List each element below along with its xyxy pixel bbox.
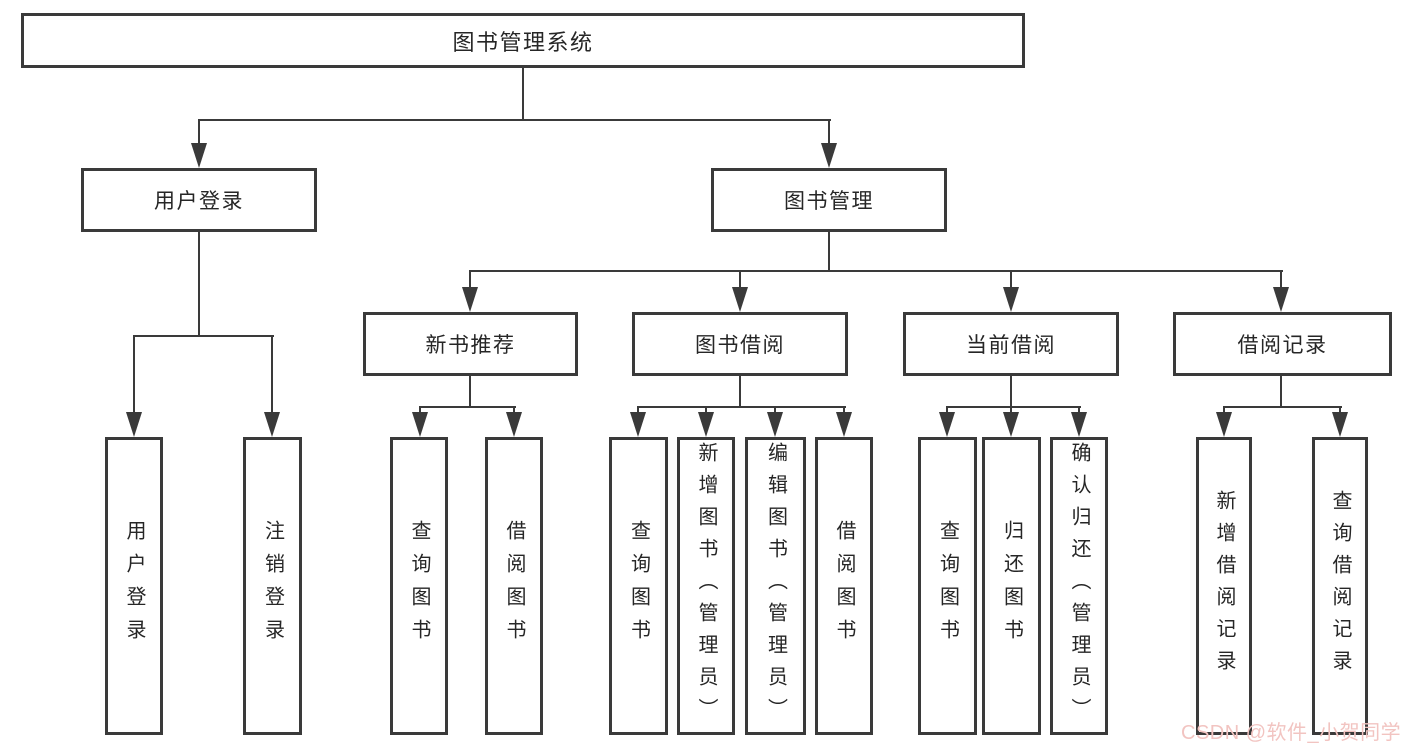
leaf-br-add-record: 新增借阅记录	[1196, 437, 1252, 735]
arrow-to-user-login	[191, 143, 207, 168]
node-user-login-label: 用户登录	[154, 190, 244, 213]
leaf-user-login-label: 用户登录	[123, 520, 145, 652]
arrow-to-cb-return	[1003, 412, 1019, 437]
connector-level2-rail	[198, 119, 831, 121]
arrow-to-leaf-logout	[264, 412, 280, 437]
connector-current-borrow-stem	[1010, 270, 1012, 289]
arrow-to-nb-query	[412, 412, 428, 437]
node-root: 图书管理系统	[21, 13, 1025, 68]
arrow-to-br-query	[1332, 412, 1348, 437]
leaf-bb-add-books-admin: 新增图书（管理员）	[677, 437, 735, 735]
leaf-logout: 注销登录	[243, 437, 302, 735]
node-book-mgmt: 图书管理	[711, 168, 947, 232]
connector-root-stem	[522, 68, 524, 121]
leaf-cb-query-books-label: 查询图书	[936, 520, 959, 652]
leaf-bb-borrow-books-label: 借阅图书	[833, 520, 855, 652]
connector-br-rail	[1223, 406, 1342, 408]
leaf-cb-return-books-label: 归还图书	[1000, 520, 1023, 652]
connector-cb-query-stem	[946, 406, 948, 416]
connector-bb-edit-stem	[774, 406, 776, 416]
arrow-to-bb-borrow	[836, 412, 852, 437]
node-borrow-record: 借阅记录	[1173, 312, 1392, 376]
leaf-bb-query-books: 查询图书	[609, 437, 668, 735]
node-book-mgmt-label: 图书管理	[784, 190, 874, 213]
connector-user-login-down	[198, 232, 200, 337]
connector-br-query-stem	[1339, 406, 1341, 416]
connector-book-mgmt-stem	[828, 119, 830, 145]
node-borrow-record-label: 借阅记录	[1237, 334, 1328, 357]
leaf-nb-query-books: 查询图书	[390, 437, 448, 735]
arrow-to-book-borrow	[732, 287, 748, 312]
arrow-to-cb-confirm	[1071, 412, 1087, 437]
node-book-borrow-label: 图书借阅	[695, 334, 785, 357]
connector-new-book-rec-stem	[469, 270, 471, 289]
node-new-book-rec: 新书推荐	[363, 312, 578, 376]
leaf-user-login: 用户登录	[105, 437, 163, 735]
arrow-to-book-mgmt	[821, 143, 837, 168]
node-new-book-rec-label: 新书推荐	[425, 334, 516, 357]
arrow-to-borrow-record	[1273, 287, 1289, 312]
connector-bb-down	[739, 376, 741, 408]
connector-cb-confirm-stem	[1078, 406, 1080, 416]
connector-cb-down	[1010, 376, 1012, 408]
connector-cb-rail	[946, 406, 1081, 408]
leaf-cb-confirm-return-admin-label: 确认归还（管理员）	[1068, 442, 1090, 730]
node-user-login: 用户登录	[81, 168, 317, 232]
connector-user-login-stem	[198, 119, 200, 145]
connector-nb-rail	[419, 406, 516, 408]
connector-br-add-stem	[1223, 406, 1225, 416]
leaf-br-add-record-label: 新增借阅记录	[1213, 490, 1235, 682]
connector-nb-query-stem	[419, 406, 421, 416]
arrow-to-br-add	[1216, 412, 1232, 437]
connector-bb-rail	[637, 406, 846, 408]
arrow-to-bb-query	[630, 412, 646, 437]
connector-level3-rail	[469, 270, 1283, 272]
leaf-cb-query-books: 查询图书	[918, 437, 977, 735]
connector-leaf-logout-stem	[271, 335, 273, 414]
connector-borrow-record-stem	[1280, 270, 1282, 289]
node-current-borrow: 当前借阅	[903, 312, 1119, 376]
connector-bb-add-stem	[705, 406, 707, 416]
connector-cb-return-stem	[1010, 406, 1012, 416]
leaf-nb-borrow-books-label: 借阅图书	[503, 520, 525, 652]
leaf-bb-borrow-books: 借阅图书	[815, 437, 873, 735]
connector-br-down	[1280, 376, 1282, 408]
node-root-label: 图书管理系统	[452, 29, 594, 55]
connector-bb-query-stem	[637, 406, 639, 416]
arrow-to-bb-add	[698, 412, 714, 437]
leaf-cb-confirm-return-admin: 确认归还（管理员）	[1050, 437, 1108, 735]
leaf-cb-return-books: 归还图书	[982, 437, 1041, 735]
arrow-to-new-book-rec	[462, 287, 478, 312]
connector-book-mgmt-down	[828, 232, 830, 272]
arrow-to-nb-borrow	[506, 412, 522, 437]
leaf-bb-edit-books-admin: 编辑图书（管理员）	[745, 437, 806, 735]
connector-user-login-rail	[133, 335, 274, 337]
csdn-watermark: CSDN @软件_小贺同学	[1181, 722, 1402, 744]
leaf-bb-add-books-admin-label: 新增图书（管理员）	[695, 442, 717, 730]
node-book-borrow: 图书借阅	[632, 312, 848, 376]
leaf-bb-query-books-label: 查询图书	[627, 520, 650, 652]
node-current-borrow-label: 当前借阅	[966, 334, 1056, 357]
leaf-br-query-record: 查询借阅记录	[1312, 437, 1368, 735]
arrow-to-leaf-user-login	[126, 412, 142, 437]
leaf-br-query-record-label: 查询借阅记录	[1329, 490, 1351, 682]
connector-book-borrow-stem	[739, 270, 741, 289]
connector-bb-borrow-stem	[843, 406, 845, 416]
leaf-logout-label: 注销登录	[261, 520, 284, 652]
connector-nb-down	[469, 376, 471, 408]
connector-nb-borrow-stem	[513, 406, 515, 416]
arrow-to-bb-edit	[767, 412, 783, 437]
connector-leaf-user-login-stem	[133, 335, 135, 414]
leaf-nb-query-books-label: 查询图书	[408, 520, 430, 652]
arrow-to-cb-query	[939, 412, 955, 437]
arrow-to-current-borrow	[1003, 287, 1019, 312]
leaf-bb-edit-books-admin-label: 编辑图书（管理员）	[764, 442, 787, 730]
leaf-nb-borrow-books: 借阅图书	[485, 437, 543, 735]
